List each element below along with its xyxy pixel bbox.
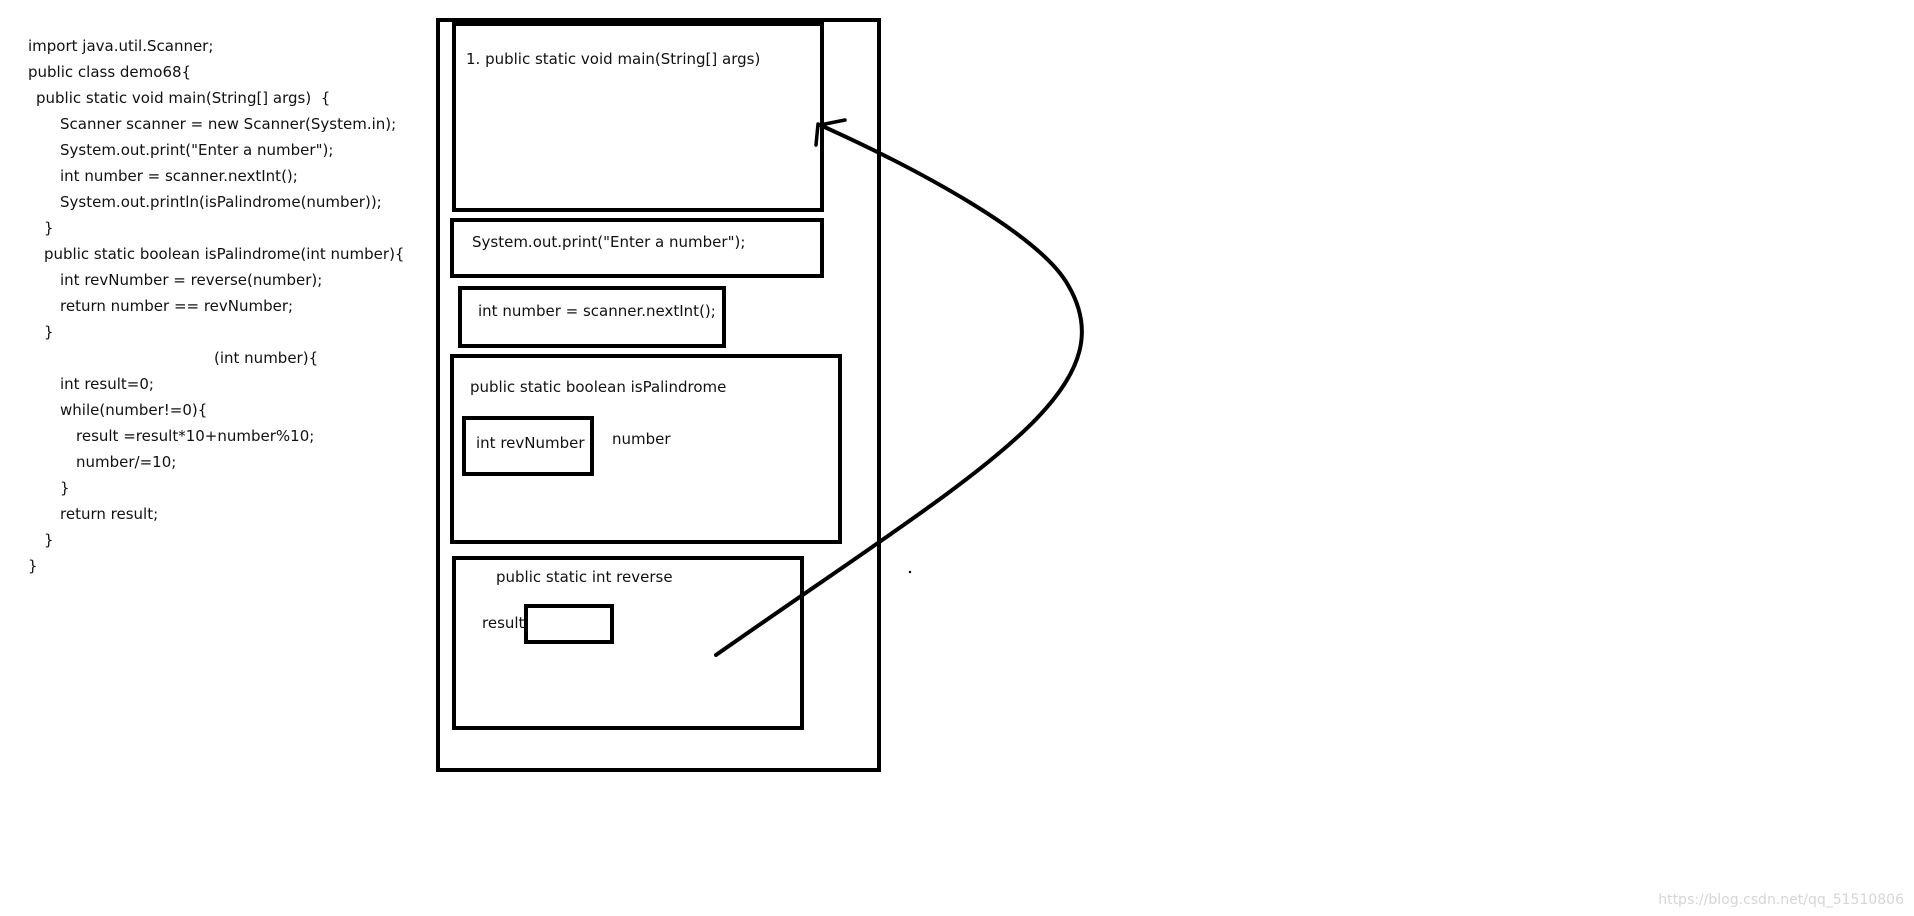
print-frame-label: System.out.print("Enter a number"); (472, 233, 746, 251)
code-line: (int number){ (214, 349, 319, 367)
code-line: number/=10; (76, 453, 177, 471)
code-line: } (44, 531, 54, 549)
code-line: public static void main(String[] args) { (36, 89, 331, 107)
watermark: https://blog.csdn.net/qq_51510806 (1658, 892, 1904, 908)
code-line: return result; (60, 505, 159, 523)
number-label: number (612, 430, 671, 448)
code-line: public class demo68{ (28, 63, 192, 81)
is-palindrome-frame: public static boolean isPalindrome int r… (450, 354, 842, 544)
code-line: } (60, 479, 70, 497)
reverse-frame-label: public static int reverse (496, 568, 673, 586)
code-line: public static boolean isPalindrome(int n… (44, 245, 405, 263)
code-line: int result=0; (60, 375, 154, 393)
code-line: Scanner scanner = new Scanner(System.in)… (60, 115, 397, 133)
result-label: result (482, 614, 525, 632)
is-palindrome-frame-label: public static boolean isPalindrome (470, 378, 727, 396)
code-line: System.out.println(isPalindrome(number))… (60, 193, 382, 211)
code-line: } (44, 219, 54, 237)
stray-dot (908, 570, 912, 574)
result-box (524, 604, 614, 644)
code-line: while(number!=0){ (60, 401, 208, 419)
rev-number-label: int revNumber (476, 434, 585, 452)
code-line: return number == revNumber; (60, 297, 294, 315)
return-arrow-curve (714, 123, 1084, 657)
nextint-frame-label: int number = scanner.nextInt(); (478, 302, 716, 320)
print-frame: System.out.print("Enter a number"); (450, 218, 824, 278)
rev-number-box: int revNumber (462, 416, 594, 476)
code-line: System.out.print("Enter a number"); (60, 141, 334, 159)
code-line: int number = scanner.nextInt(); (60, 167, 298, 185)
reverse-frame: public static int reverse result (452, 556, 804, 730)
code-line: } (28, 557, 38, 575)
code-line: result =result*10+number%10; (76, 427, 315, 445)
stack-container (436, 18, 881, 772)
main-frame: 1. public static void main(String[] args… (452, 22, 824, 212)
code-line: } (44, 323, 54, 341)
main-frame-label: 1. public static void main(String[] args… (466, 50, 761, 68)
code-listing: import java.util.Scanner; public class d… (28, 34, 428, 594)
code-line: import java.util.Scanner; (28, 37, 214, 55)
nextint-frame: int number = scanner.nextInt(); (458, 286, 726, 348)
code-line: int revNumber = reverse(number); (60, 271, 323, 289)
arrow-head-icon (814, 118, 847, 147)
